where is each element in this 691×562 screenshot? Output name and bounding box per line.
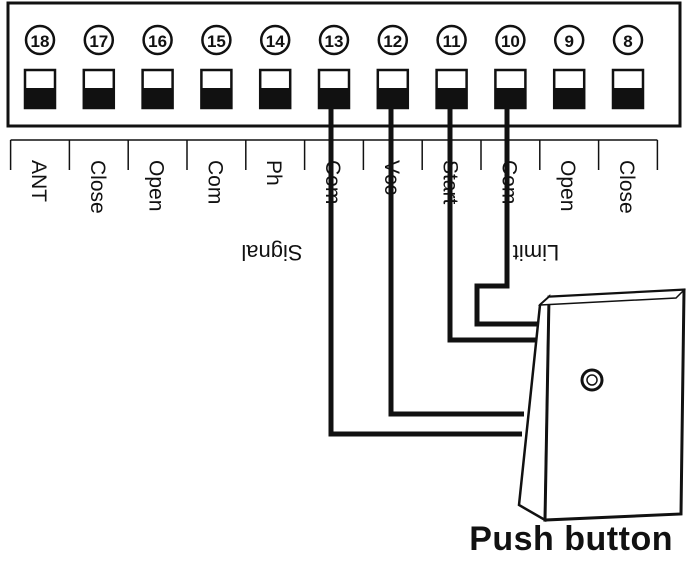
terminal-number: 13 [325, 32, 344, 51]
terminal-slot-fill [142, 88, 173, 108]
terminal-label: Open [145, 160, 168, 211]
terminal-slot-fill [260, 88, 291, 108]
terminal-slot-fill [554, 88, 585, 108]
terminal-label: ANT [27, 160, 50, 202]
terminal-number-circle [83, 24, 115, 56]
terminal-number: 14 [266, 32, 285, 51]
terminal-number: 8 [623, 32, 632, 51]
terminal-number-circle [553, 24, 585, 56]
terminal-number: 18 [31, 32, 50, 51]
terminal-number: 16 [148, 32, 167, 51]
terminal-slot-fill [83, 88, 114, 108]
wire-13-com [328, 92, 522, 437]
terminal-row: 18 17 16 15 14 13 12 11 10 9 8 [23, 24, 645, 110]
terminal-number: 9 [564, 32, 573, 51]
terminal-number-circle [612, 24, 644, 56]
push-button-device[interactable] [517, 288, 686, 523]
terminal-label: Ph [262, 160, 285, 186]
terminal-slot-fill [613, 88, 643, 108]
terminal-number-circle [259, 24, 291, 56]
wire-11-start [447, 92, 536, 343]
signal-group-label: Signal [241, 240, 302, 265]
terminal-number: 17 [89, 32, 108, 51]
wire-10-com [474, 92, 538, 327]
terminal-label: Close [86, 160, 109, 214]
terminal-number: 12 [383, 32, 402, 51]
terminal-slot-fill [25, 88, 55, 108]
push-button-front-face [543, 288, 686, 522]
terminal-number-circle [142, 24, 173, 56]
terminal-number-circle [24, 24, 56, 56]
terminal-number-circle [495, 24, 526, 56]
terminal-number-circle [318, 24, 350, 56]
terminal-number: 15 [207, 32, 226, 51]
terminal-slot-fill [495, 88, 526, 108]
terminal-number: 11 [443, 32, 461, 51]
terminal-label: Close [615, 160, 638, 214]
wires [328, 92, 538, 437]
terminal-number-circle [436, 24, 467, 56]
terminal-slot-fill [319, 88, 349, 108]
terminal-number: 10 [501, 32, 520, 51]
terminal-number-circle [377, 24, 409, 56]
wire-12-vcc [388, 92, 524, 417]
terminal-label: Com [203, 160, 226, 204]
terminal-slot-fill [201, 88, 232, 108]
push-button-caption: Push button [469, 520, 673, 558]
terminal-number-circle [201, 24, 232, 56]
limit-group-label: Limit [513, 240, 559, 265]
terminal-label: Open [556, 160, 579, 211]
